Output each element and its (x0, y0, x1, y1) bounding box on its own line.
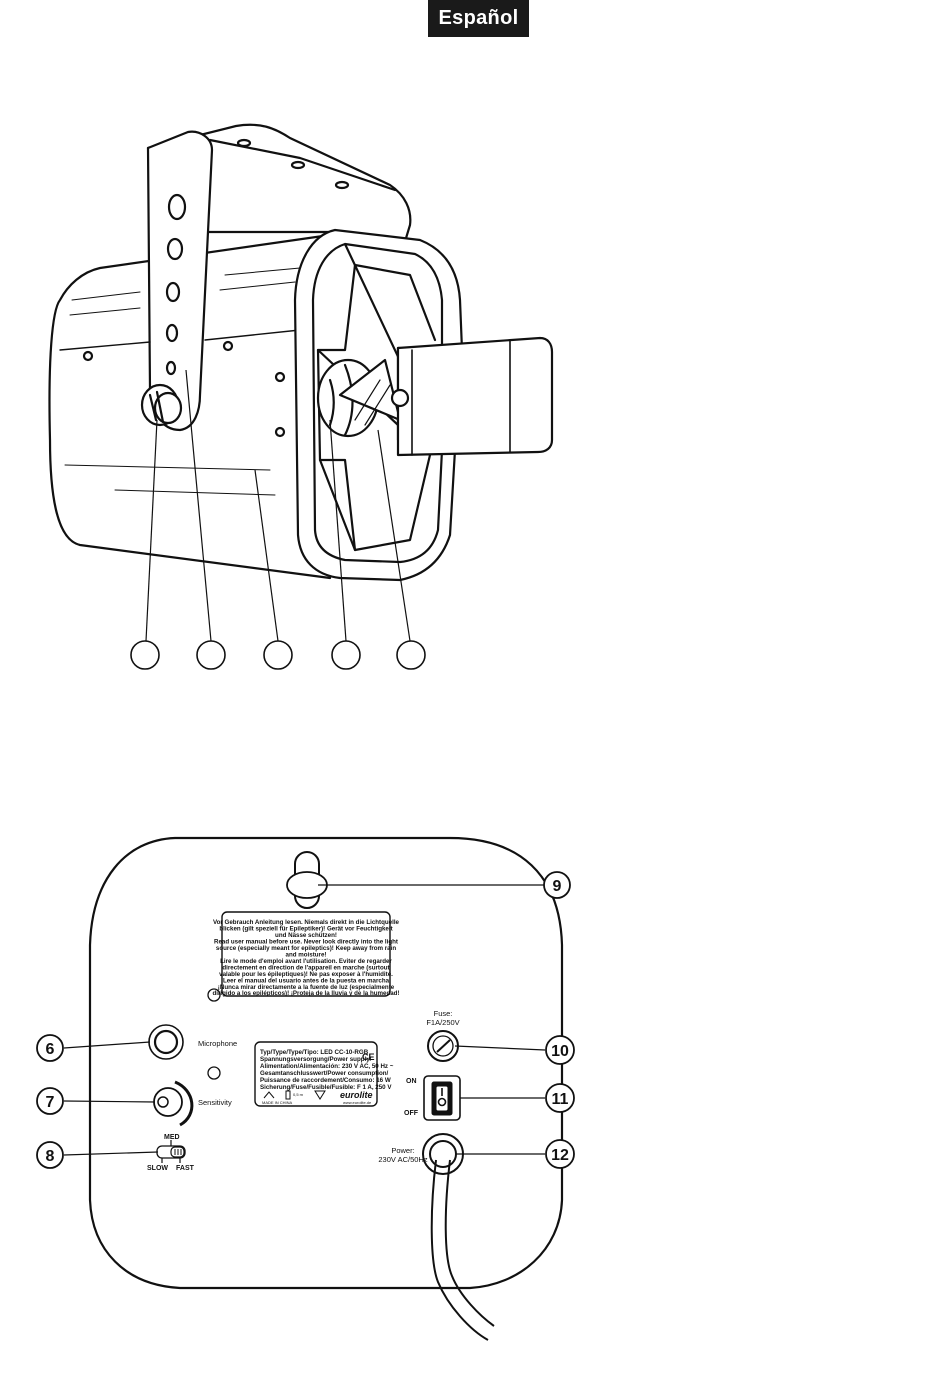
front-callouts (130, 640, 426, 670)
warning-line: valable pour les épileptiques)! Ne pas e… (219, 971, 393, 978)
front-callout-circle (196, 640, 226, 670)
callout-10: 10 (551, 1043, 569, 1060)
back-callout-leaders (63, 884, 546, 1156)
callout-6: 6 (46, 1041, 55, 1058)
switch-off-label: OFF (404, 1110, 419, 1117)
warning-line: ¡Nunca mirar directamente a la fuente de… (218, 984, 395, 991)
callout-12: 12 (551, 1147, 569, 1164)
brand-logo: eurolite (340, 1090, 373, 1100)
type-plate-line: Alimentation/Alimentación: 230 V AC, 50 … (260, 1063, 394, 1070)
warning-line: Lire le mode d'emploi avant l'utilisatio… (220, 958, 392, 965)
warning-line: dirigido a los epilépticos)! ¡Proteja de… (212, 990, 399, 997)
sensitivity-label: Sensitivity (198, 1098, 232, 1107)
back-view-illustration (88, 836, 564, 1341)
back-callout-numbers: 9 6 7 8 10 11 12 (46, 878, 569, 1165)
made-in-label: MADE IN CHINA (262, 1100, 293, 1105)
front-view-illustration (48, 123, 554, 582)
callout-7: 7 (46, 1094, 55, 1111)
warning-line: Vor Gebrauch Anleitung lesen. Niemals di… (213, 919, 400, 926)
triangle-symbol-icon (314, 1090, 326, 1100)
power-label-line2: 230V AC/50Hz (378, 1155, 427, 1164)
back-labels: Microphone Sensitivity MED SLOW FAST Fus… (147, 1009, 460, 1172)
front-callout-circle (396, 640, 426, 670)
warning-line: source (especially meant for epileptics)… (216, 945, 396, 952)
fuse-label-line2: F1A/250V (426, 1018, 459, 1027)
warning-line: blicken (gilt speziell für Epileptiker)!… (219, 926, 392, 933)
type-plate-symbols (263, 1090, 326, 1100)
mounting-distance-icon (285, 1090, 291, 1100)
front-callout-circle (331, 640, 361, 670)
type-plate-text: Typ/Type/Type/Tipo: LED CC-10-RGB Spannu… (260, 1049, 394, 1105)
warning-sticker-text: Vor Gebrauch Anleitung lesen. Niemals di… (212, 919, 399, 997)
indoor-use-icon (263, 1091, 275, 1099)
speed-med-label: MED (164, 1134, 180, 1141)
type-plate-line: Gesamtanschlusswert/Power consumption/ (260, 1070, 389, 1077)
warning-line: and moisture! (286, 952, 327, 959)
warning-line: und Nässe schützen! (275, 932, 337, 939)
power-label-line1: Power: (391, 1146, 414, 1155)
front-callout-leaders (145, 369, 411, 642)
warning-line: Read user manual before use. Never look … (214, 939, 398, 946)
microphone-label: Microphone (198, 1039, 237, 1048)
warning-line: Leer el manual del usuario antes de la p… (223, 978, 390, 985)
fuse-label-line1: Fuse: (434, 1009, 453, 1018)
language-badge: Español (428, 0, 529, 37)
type-plate-line: Spannungsversorgung/Power supply/ (260, 1056, 372, 1063)
type-plate-line: Puissance de raccordement/Consumo: 16 W (260, 1077, 391, 1084)
callout-8: 8 (46, 1148, 55, 1165)
ce-mark: CE (362, 1052, 375, 1062)
type-plate-line: Sicherung/Fuse/Fusible/Fusible: F 1 A, 2… (260, 1084, 392, 1091)
switch-on-label: ON (406, 1078, 417, 1085)
callout-11: 11 (552, 1091, 569, 1108)
brand-website: www.eurolite.de (343, 1100, 372, 1105)
speed-fast-label: FAST (176, 1165, 195, 1172)
front-callout-circle (130, 640, 160, 670)
back-callout-circles (36, 871, 575, 1169)
type-plate-line: Typ/Type/Type/Tipo: LED CC-10-RGB (260, 1049, 369, 1056)
distance-label: 0,5 m (293, 1092, 304, 1097)
speed-slow-label: SLOW (147, 1165, 168, 1172)
callout-9: 9 (553, 878, 562, 895)
front-callout-circle (263, 640, 293, 670)
warning-line: directement en direction de l'appareil e… (222, 965, 389, 972)
